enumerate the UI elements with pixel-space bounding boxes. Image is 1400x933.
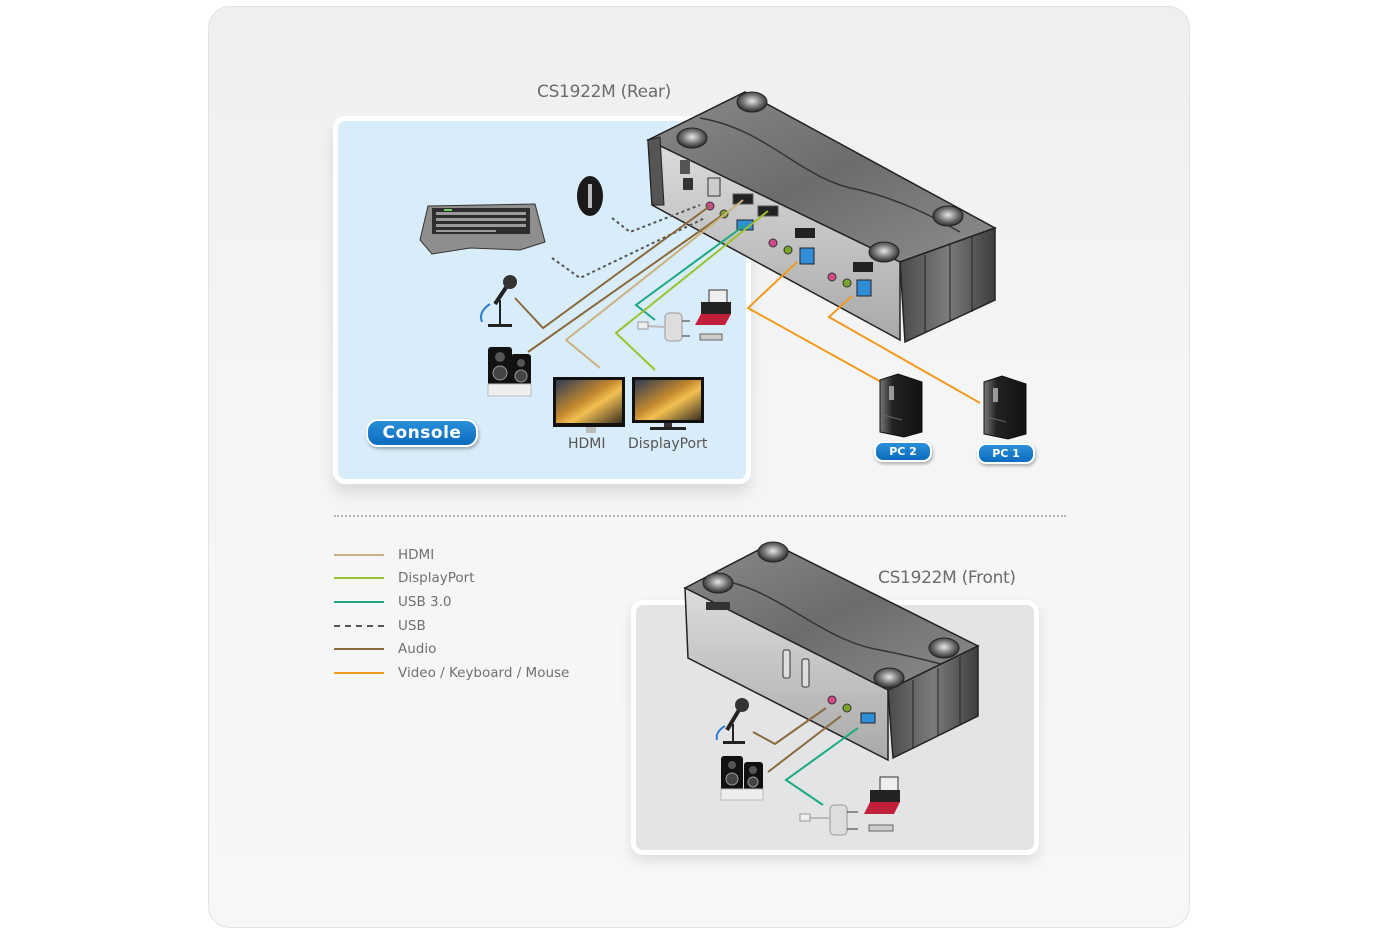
front-microphone-icon [715,698,749,744]
legend-swatch [334,648,384,651]
legend-swatch [334,553,384,556]
legend-item-usb: USB [334,614,569,638]
kvm-foot [868,241,900,263]
cable-front-audio-speaker [767,715,842,773]
pc1-tower-icon [983,375,1027,440]
front-speakers-icon [720,756,764,801]
legend-item-usb3: USB 3.0 [334,590,569,614]
cable-usb-mouse [611,204,701,234]
usb-hub-icon [637,312,690,342]
cables-rear [514,199,981,404]
monitor-hdmi-icon [553,377,625,433]
front-usb-hub-icon [799,804,858,836]
cable-hdmi [564,199,744,369]
cable-usb-keyboard [551,217,706,280]
kvm-foot [736,91,768,113]
cables-front [752,707,859,806]
cable-displayport [614,210,769,371]
microphone-icon [480,275,517,327]
cable-front-audio-mic [752,707,827,746]
cable-front-usb3 [784,727,859,806]
legend-swatch [334,600,384,603]
port-select-button [782,649,791,679]
legend-item-audio: Audio [334,637,569,661]
cable-pc1 [827,295,981,404]
legend-swatch [334,577,384,580]
keyboard-icon [419,203,546,255]
legend-item-displayport: DisplayPort [334,567,569,591]
kvm-foot [676,127,708,149]
legend-label: HDMI [398,546,435,563]
kvm-rear [646,91,997,344]
mouse-icon [577,176,603,216]
front-printer-icon [864,776,900,814]
legend-item-hdmi: HDMI [334,543,569,567]
legend-item-video-keyboard-mouse: Video / Keyboard / Mouse [334,661,569,685]
console-badge: Console [366,419,478,447]
cable-usb3 [634,224,746,321]
monitor-displayport-icon [632,377,704,430]
front-usb-drive-icon [868,824,894,832]
kvm-foot [932,205,964,227]
displayport-monitor-label: DisplayPort [628,436,708,452]
legend-label: DisplayPort [398,570,475,587]
port-select-button [801,658,810,688]
cable-audio-mic [514,205,711,330]
kvm-rear-end [899,226,996,344]
legend-label: Video / Keyboard / Mouse [398,664,570,681]
rear-title: CS1922M (Rear) [537,82,671,102]
kvm-foot [928,637,960,659]
pc1-badge: PC 1 [977,443,1035,464]
legend-swatch [334,624,384,627]
legend-label: USB [398,617,426,634]
kvm-foot [873,667,905,689]
speakers-icon [487,347,532,397]
usb-drive-icon [699,333,723,341]
cable-legend: HDMI DisplayPort USB 3.0 USB Audio Video… [334,543,569,685]
section-divider [334,515,1066,517]
legend-label: USB 3.0 [398,593,452,610]
cable-pc2 [746,261,884,384]
hdmi-port [732,193,754,205]
hdmi-monitor-label: HDMI [568,436,606,452]
front-title: CS1922M (Front) [878,568,1016,588]
cable-audio-speaker [527,213,725,353]
kvm-foot [757,541,789,563]
kvm-foot [702,572,734,594]
pc2-tower-icon [879,373,923,438]
printer-icon [695,289,731,325]
legend-swatch [334,671,384,674]
pc2-badge: PC 2 [874,441,932,462]
legend-label: Audio [398,641,437,658]
kvm-front [683,541,980,762]
